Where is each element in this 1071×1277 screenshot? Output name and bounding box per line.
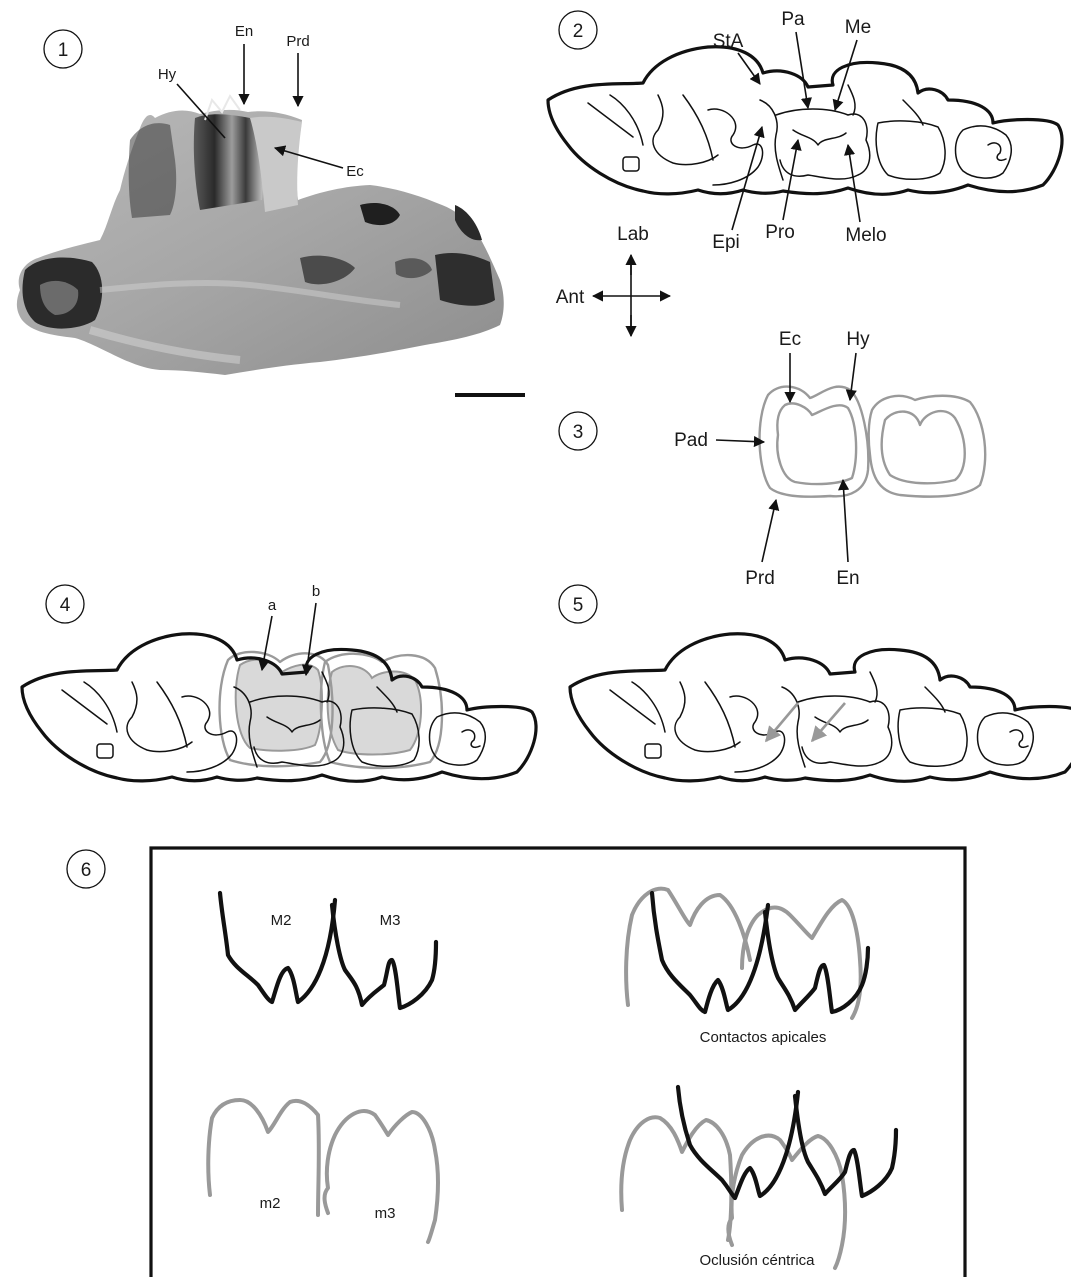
- maxillary-tooth-row-outline: [548, 47, 1062, 195]
- label-M3: M3: [380, 912, 401, 929]
- apical-contacts-diagram: Contactos apicales: [626, 889, 868, 1046]
- panel-number-3: 3: [573, 422, 584, 443]
- wear-direction-arrow: [766, 703, 798, 741]
- upper-molars-m2-m3: M2 M3: [220, 893, 436, 1008]
- label-me: Me: [845, 17, 871, 38]
- panel-6: 6 M2 M3 m2 m3 Contactos apicales: [67, 848, 965, 1277]
- label-ec-3: Ec: [779, 329, 801, 350]
- panel-3: 3 Ec Hy Pad Prd En: [559, 329, 985, 589]
- caption-contactos-apicales: Contactos apicales: [700, 1029, 827, 1046]
- panel-2: 2 StA Pa Me Epi Pro Melo: [548, 9, 1062, 253]
- label-ec-1: Ec: [346, 163, 364, 180]
- panel-4: 4 a b: [22, 583, 536, 781]
- label-pro: Pro: [765, 222, 795, 243]
- label-pad: Pad: [674, 430, 708, 451]
- wear-direction-arrow: [812, 703, 845, 741]
- label-en-1: En: [235, 23, 253, 40]
- label-prd-3: Prd: [745, 568, 775, 589]
- label-epi: Epi: [712, 232, 739, 253]
- label-b: b: [312, 583, 320, 600]
- label-m3: m3: [375, 1205, 396, 1222]
- label-M2: M2: [271, 912, 292, 929]
- label-sta: StA: [713, 31, 744, 52]
- label-hy-1: Hy: [158, 66, 177, 83]
- label-a: a: [268, 597, 277, 614]
- panel-number-1: 1: [58, 40, 69, 61]
- superimposed-lower-molars: [220, 652, 442, 768]
- lower-molars-m2-m3: m2 m3: [208, 1100, 438, 1242]
- label-prd-1: Prd: [286, 33, 309, 50]
- panel-number-2: 2: [573, 21, 584, 42]
- centric-occlusion-diagram: Oclusión céntrica: [621, 1087, 896, 1269]
- lower-molar-outline: [760, 387, 986, 497]
- orientation-compass: Lab Ant: [556, 224, 670, 336]
- panel-number-5: 5: [573, 595, 584, 616]
- label-ant: Ant: [556, 287, 585, 308]
- label-hy-3: Hy: [846, 329, 870, 350]
- maxillary-tooth-row-outline: [570, 634, 1071, 782]
- label-lab: Lab: [617, 224, 649, 245]
- panel-1: 1 En Prd Hy Ec: [17, 23, 525, 395]
- caption-oclusion-centrica: Oclusión céntrica: [699, 1252, 815, 1269]
- panel-5: 5: [559, 585, 1071, 781]
- label-melo: Melo: [845, 225, 886, 246]
- label-pa: Pa: [781, 9, 805, 30]
- panel-number-4: 4: [60, 595, 71, 616]
- panel-number-6: 6: [81, 860, 92, 881]
- jaw-specimen-photo: [17, 96, 504, 375]
- label-en-3: En: [836, 568, 859, 589]
- label-m2: m2: [260, 1195, 281, 1212]
